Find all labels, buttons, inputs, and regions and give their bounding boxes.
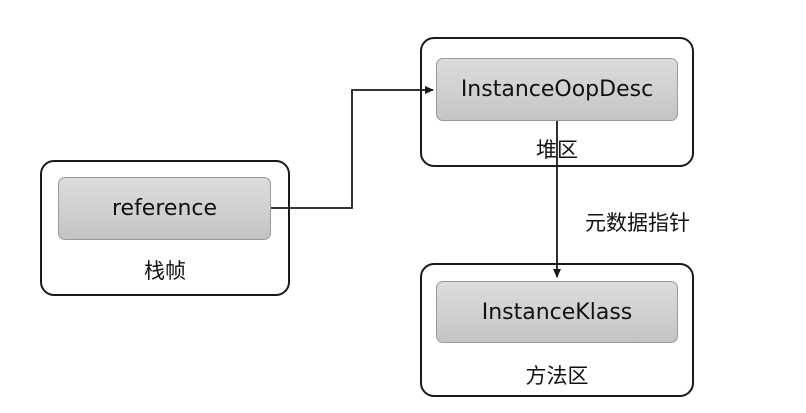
method-area-caption: 方法区	[525, 364, 589, 388]
reference-node: reference	[58, 177, 271, 240]
instance-oop-desc-label: InstanceOopDesc	[460, 77, 654, 102]
heap-caption: 堆区	[536, 138, 578, 162]
instance-oop-desc-node: InstanceOopDesc	[436, 58, 678, 121]
reference-to-object-arrow	[271, 86, 434, 209]
stack-frame-caption: 栈帧	[144, 259, 186, 283]
instance-klass-node: InstanceKlass	[436, 281, 678, 343]
instance-klass-label: InstanceKlass	[481, 299, 633, 325]
metadata-pointer-label: 元数据指针	[585, 211, 690, 235]
reference-label: reference	[111, 196, 218, 221]
